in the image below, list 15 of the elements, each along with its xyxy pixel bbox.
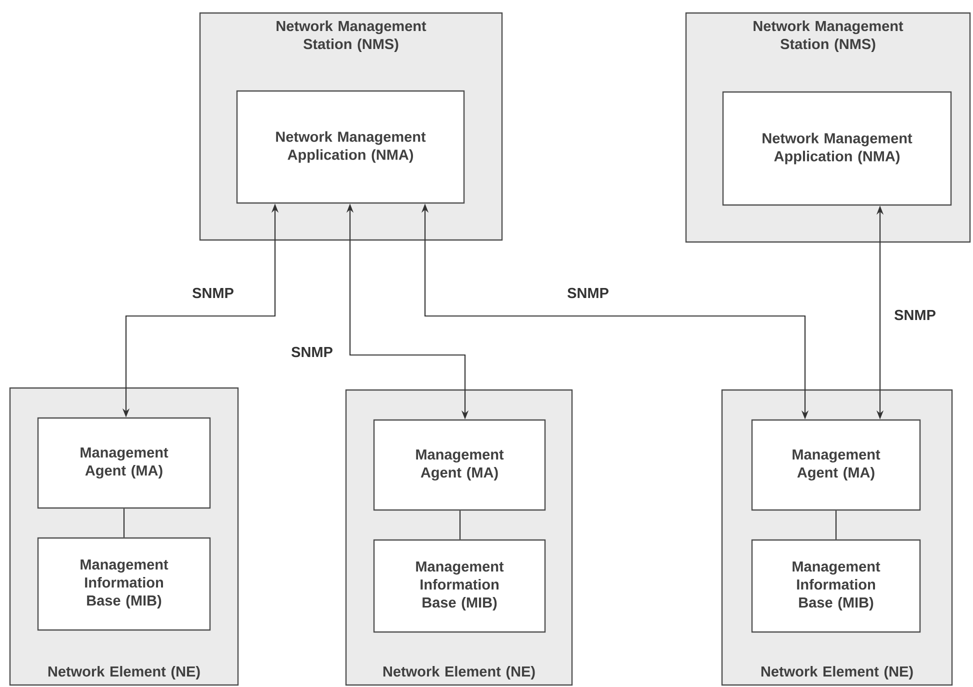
component-box: Management Information Base (MIB) [37,537,211,631]
connector-line [459,510,461,540]
component-box: Management Agent (MA) [37,417,211,509]
edge-label: SNMP [893,308,937,322]
component-box: Management Agent (MA) [751,419,921,511]
component-box: Network Management Application (NMA) [236,90,465,204]
connector-line [123,508,125,538]
component-box: Network Management Application (NMA) [722,91,952,206]
component-box: Management Information Base (MIB) [373,539,546,633]
connector-line [835,510,837,540]
component-box: Management Agent (MA) [373,419,546,511]
edge-label: SNMP [566,286,610,300]
component-box: Management Information Base (MIB) [751,539,921,633]
edge-label: SNMP [191,286,235,300]
edge-label: SNMP [290,346,334,358]
